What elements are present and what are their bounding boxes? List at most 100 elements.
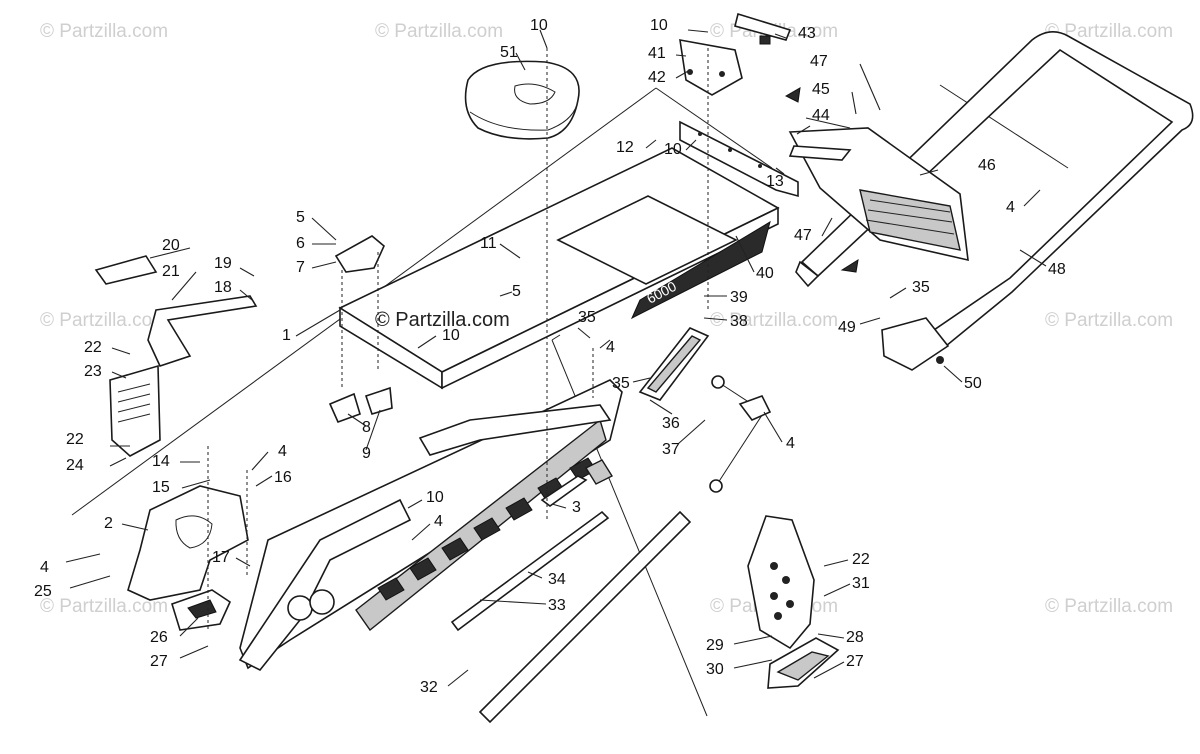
hand-bar-18-part [147, 295, 258, 367]
callout-32: 32 [420, 679, 438, 696]
bracket-23-part [109, 364, 161, 457]
callout-35c: 35 [912, 279, 930, 296]
watermark-center: © Partzilla.com [375, 309, 510, 331]
callout-45: 45 [812, 81, 830, 98]
callout-18: 18 [214, 279, 232, 296]
callout-5b: 5 [512, 283, 521, 300]
callout-23: 23 [84, 363, 102, 380]
callout-48: 48 [1048, 261, 1066, 278]
callout-10e: 10 [426, 489, 444, 506]
callout-4e: 4 [40, 559, 49, 576]
leader-lines [65, 29, 1047, 687]
callout-16: 16 [274, 469, 292, 486]
callout-38: 38 [730, 313, 748, 330]
hitch-part [881, 317, 950, 371]
rear-crossmember-part [679, 120, 799, 198]
callout-8: 8 [362, 419, 371, 436]
footrest-plate-part [747, 515, 815, 650]
front-cover-part [171, 589, 232, 631]
callout-2: 2 [104, 515, 113, 532]
callout-4d: 4 [434, 513, 443, 530]
callout-4a: 4 [606, 339, 615, 356]
callout-10c: 10 [664, 141, 682, 158]
callout-10d: 10 [442, 327, 460, 344]
callout-29: 29 [706, 637, 724, 654]
callout-39: 39 [730, 289, 748, 306]
callout-34: 34 [548, 571, 566, 588]
callout-19: 19 [214, 255, 232, 272]
callout-13: 13 [766, 173, 784, 190]
callout-22a: 22 [84, 339, 102, 356]
callout-35b: 35 [612, 375, 630, 392]
callout-20: 20 [162, 237, 180, 254]
callout-40: 40 [756, 265, 774, 282]
callout-4c: 4 [278, 443, 287, 460]
callout-37: 37 [662, 441, 680, 458]
watermark-bottom-right: © Partzilla.com [1045, 596, 1173, 617]
callout-30: 30 [706, 661, 724, 678]
callout-41: 41 [648, 45, 666, 62]
rod-part [478, 510, 692, 724]
callout-7: 7 [296, 259, 305, 276]
watermark-top-center: © Partzilla.com [375, 21, 503, 42]
callout-43: 43 [798, 25, 816, 42]
running-board-part [239, 379, 623, 670]
watermark-mid-right-center: © Partzilla.com [710, 310, 838, 331]
callout-47b: 47 [794, 227, 812, 244]
callout-3: 3 [572, 499, 581, 516]
bracket-7-part [334, 235, 385, 273]
callout-10b: 10 [650, 17, 668, 34]
callout-28: 28 [846, 629, 864, 646]
callout-46: 46 [978, 157, 996, 174]
callout-27a: 27 [150, 653, 168, 670]
callout-47a: 47 [810, 53, 828, 70]
callout-22c: 22 [852, 551, 870, 568]
watermark-top-left: © Partzilla.com [40, 21, 168, 42]
side-frame-part [238, 498, 412, 672]
footrest-pad-part [767, 637, 840, 689]
callout-50: 50 [964, 375, 982, 392]
callout-35a: 35 [578, 309, 596, 326]
brace-37-part [709, 375, 772, 493]
callout-42: 42 [648, 69, 666, 86]
callout-22b: 22 [66, 431, 84, 448]
callout-1: 1 [282, 327, 291, 344]
callout-9: 9 [362, 445, 371, 462]
callout-17: 17 [212, 549, 230, 566]
snowflap-part [788, 127, 969, 262]
callout-5a: 5 [296, 209, 305, 226]
callout-6: 6 [296, 235, 305, 252]
callout-36: 36 [662, 415, 680, 432]
watermark-mid-right: © Partzilla.com [1045, 310, 1173, 331]
watermark-top-right: © Partzilla.com [1045, 21, 1173, 42]
plates-8-9-part [328, 386, 393, 424]
callout-12: 12 [616, 139, 634, 156]
grab-handle-part [734, 12, 792, 45]
callout-14: 14 [152, 453, 170, 470]
watermark-bottom-left: © Partzilla.com [40, 596, 168, 617]
callout-25: 25 [34, 583, 52, 600]
callout-51: 51 [500, 44, 518, 61]
bracket-3-part [540, 459, 614, 507]
tunnel-part: 6000 [338, 147, 780, 390]
callout-11: 11 [480, 235, 497, 252]
callout-labels: 10 51 10 41 42 43 47 45 44 46 4 47 48 35… [34, 17, 1066, 696]
front-bulkhead-part [127, 485, 249, 601]
callout-31: 31 [852, 575, 870, 592]
callout-15: 15 [152, 479, 170, 496]
dashed-leaders [207, 48, 709, 630]
callout-44: 44 [812, 107, 830, 124]
callout-26: 26 [150, 629, 168, 646]
watermark-mid-left: © Partzilla.com [40, 310, 168, 331]
callout-49: 49 [838, 319, 856, 336]
callout-24: 24 [66, 457, 84, 474]
cap-20-part [94, 255, 158, 285]
toe-hold-part [638, 327, 710, 401]
callout-27b: 27 [846, 653, 864, 670]
seat-pad-part [464, 60, 580, 140]
callout-21: 21 [162, 263, 180, 280]
direction-markers [784, 87, 859, 273]
callout-10a: 10 [530, 17, 548, 34]
